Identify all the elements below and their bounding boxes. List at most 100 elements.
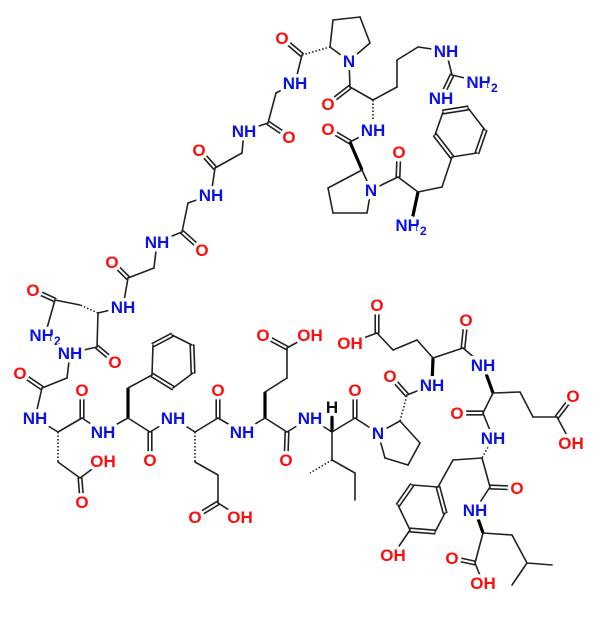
single-bond (57, 461, 81, 479)
double-bond (489, 487, 518, 491)
nitrogen-label: NH (481, 429, 506, 448)
double-bond (195, 503, 220, 520)
wedge-bond (348, 141, 364, 171)
double-bond (179, 232, 202, 253)
oxygen-label: O (275, 29, 288, 48)
single-bond (34, 417, 59, 433)
single-bond (153, 241, 158, 269)
double-bond (326, 84, 350, 104)
single-bond (275, 82, 296, 94)
double-bond (432, 135, 452, 159)
double-bond (109, 262, 128, 281)
oxygen-label: O (282, 128, 295, 147)
single-bond (452, 457, 483, 461)
single-bond (34, 387, 43, 419)
single-bond (348, 42, 371, 62)
hydroxyl-label: OH (90, 452, 116, 471)
oxygen-label: O (195, 241, 208, 260)
double-bond (95, 347, 115, 365)
single-bond (54, 299, 81, 306)
single-bond (327, 187, 334, 214)
oxygen-label: O (383, 367, 396, 386)
single-bond (349, 129, 374, 143)
hashed-bond (399, 394, 408, 422)
oxygen-label: O (75, 493, 88, 512)
oxygen-label: O (211, 381, 224, 400)
single-bond (481, 457, 491, 488)
hydroxyl-label: OH (227, 508, 253, 527)
hydroxyl-label: OH (470, 574, 496, 593)
oxygen-label: O (143, 451, 156, 470)
wedge-bond (473, 509, 485, 534)
double-bond (80, 477, 85, 503)
hydroxyl-label: OH (297, 326, 323, 345)
double-bond (32, 287, 57, 300)
single-bond (372, 86, 398, 101)
single-bond (243, 122, 269, 132)
nitrogen-label: NH (230, 423, 255, 442)
nitrogen-label: N (343, 52, 355, 71)
single-bond (156, 231, 183, 243)
oxygen-label: O (256, 326, 269, 345)
hydroxyl-label: OH (558, 434, 584, 453)
single-bond (407, 442, 421, 466)
double-bond (460, 319, 466, 349)
oxygen-label: O (13, 364, 26, 383)
single-bond (329, 46, 350, 62)
single-bond (397, 504, 411, 531)
double-bond (182, 229, 205, 250)
double-bond (438, 485, 448, 514)
double-bond (474, 128, 485, 154)
nitrogen-label: NH2 (466, 73, 498, 95)
oxygen-label: O (566, 387, 579, 406)
hydroxyl-label: OH (337, 334, 363, 353)
double-bond (112, 259, 131, 278)
nitrogen-label: NH (429, 89, 454, 108)
single-bond (214, 152, 243, 169)
hashed-bond (79, 304, 99, 314)
double-bond (328, 87, 352, 107)
single-bond (511, 562, 528, 586)
single-bond (69, 346, 98, 354)
single-bond (445, 50, 453, 76)
single-bond (241, 417, 266, 433)
double-bond (192, 344, 196, 374)
single-bond (406, 384, 433, 396)
single-bond (41, 377, 68, 389)
single-bond (149, 417, 174, 433)
single-bond (437, 459, 454, 488)
hydroxyl-label: OH (380, 546, 406, 565)
nitrogen-label: N (365, 181, 377, 200)
single-bond (264, 377, 288, 393)
single-bond (366, 189, 372, 214)
oxygen-label: O (279, 451, 292, 470)
double-bond (193, 500, 218, 517)
single-bond (97, 306, 124, 314)
single-bond (451, 74, 483, 83)
hashed-bond (301, 46, 331, 56)
single-bond (332, 16, 361, 21)
double-bond (97, 344, 117, 362)
double-bond (266, 123, 289, 140)
double-bond (150, 375, 173, 391)
double-bond (199, 148, 218, 168)
double-bond (387, 376, 407, 398)
single-bond (267, 92, 277, 124)
single-bond (359, 16, 371, 44)
oxygen-label: O (348, 381, 361, 400)
oxygen-label: O (75, 381, 88, 400)
double-bond (77, 477, 82, 503)
single-bond (181, 202, 189, 233)
double-bond (328, 126, 352, 142)
single-bond (329, 19, 334, 48)
double-bond (451, 555, 477, 563)
single-bond (392, 339, 418, 351)
nitrogen-label: NH (23, 409, 48, 428)
wedge-bond (409, 191, 420, 226)
single-bond (411, 484, 439, 488)
single-bond (377, 432, 386, 459)
double-bond (152, 372, 175, 388)
double-bond (435, 133, 455, 157)
double-bond (263, 332, 289, 348)
double-bond (282, 35, 304, 55)
